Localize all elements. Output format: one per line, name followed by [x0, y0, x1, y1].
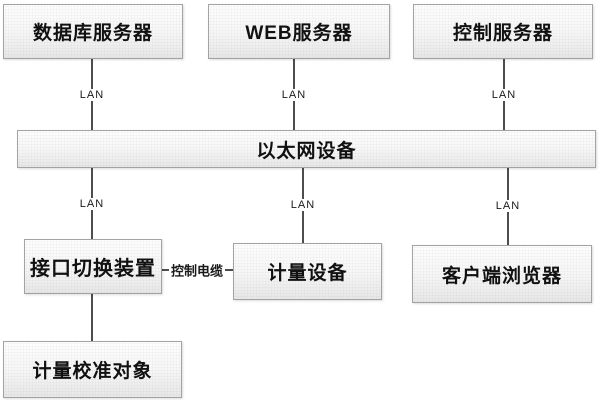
node-control-server: 控制服务器: [413, 4, 593, 59]
node-database-server: 数据库服务器: [3, 4, 183, 59]
node-client-browser-label: 客户端浏览器: [441, 265, 562, 287]
edge-label-control-cable: 控制电缆: [168, 260, 226, 280]
node-interface-switch-device: 接口切换装置: [24, 239, 162, 294]
node-control-server-label: 控制服务器: [452, 23, 553, 44]
node-interface-switch-device-label: 接口切换装置: [30, 258, 156, 280]
node-ethernet-device: 以太网设备: [17, 130, 596, 168]
edge-label-lan-control-server: LAN: [489, 89, 519, 101]
edge-label-lan-client-browser: LAN: [493, 200, 523, 212]
edge-interface-switch-to-calibration-object: [91, 294, 93, 341]
node-calibration-object-label: 计量校准对象: [32, 361, 153, 382]
edge-label-lan-interface-switch: LAN: [77, 198, 107, 210]
edge-label-lan-db-server: LAN: [77, 89, 107, 101]
node-database-server-label: 数据库服务器: [32, 23, 153, 44]
node-web-server: WEB服务器: [208, 4, 390, 59]
node-calibration-object: 计量校准对象: [3, 341, 182, 398]
node-web-server-label: WEB服务器: [245, 23, 353, 44]
edge-label-lan-web-server: LAN: [279, 89, 309, 101]
edge-label-lan-metering-device: LAN: [288, 199, 318, 211]
node-metering-device: 计量设备: [233, 243, 382, 300]
node-client-browser: 客户端浏览器: [412, 245, 592, 303]
node-ethernet-device-label: 以太网设备: [256, 140, 357, 162]
node-metering-device-label: 计量设备: [267, 263, 348, 284]
